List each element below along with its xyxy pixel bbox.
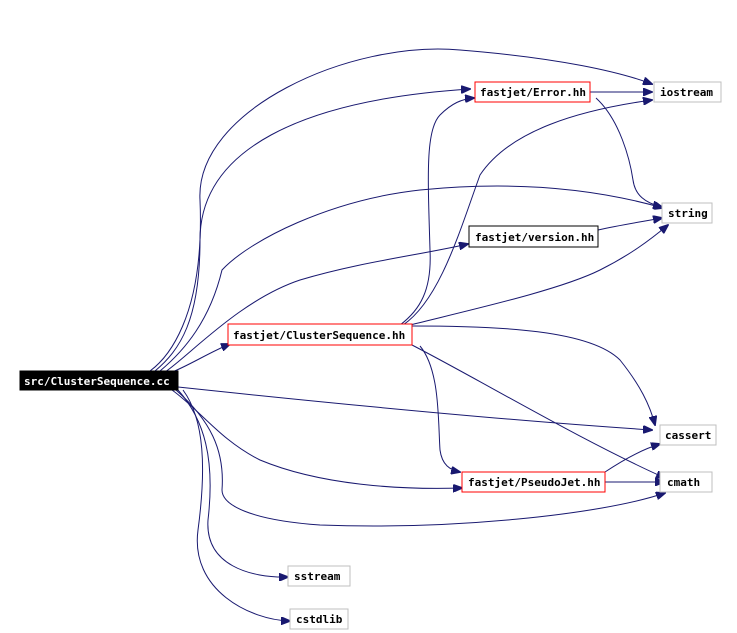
edge-root-to-iostream bbox=[149, 48, 652, 372]
node-clustersequence-hh-label: fastjet/ClusterSequence.hh bbox=[233, 329, 405, 342]
edge-root-to-string bbox=[159, 185, 663, 372]
edge-root-to-sstream bbox=[177, 389, 288, 577]
node-clustersequence-hh[interactable]: fastjet/ClusterSequence.hh bbox=[227, 323, 413, 346]
node-cstdlib-box bbox=[289, 608, 349, 630]
edge-root-to-error-hh bbox=[154, 89, 470, 372]
node-error-hh-box bbox=[474, 81, 591, 103]
node-clustersequence-hh-box bbox=[227, 323, 413, 346]
node-sstream-label: sstream bbox=[294, 570, 341, 583]
edge-clustersequence-hh-to-iostream bbox=[402, 100, 652, 326]
node-cassert: cassert bbox=[659, 424, 717, 446]
node-cstdlib: cstdlib bbox=[289, 608, 349, 630]
graph-nodes: src/ClusterSequence.cc fastjet/Error.hh … bbox=[19, 81, 722, 630]
edge-error-hh-to-string bbox=[595, 97, 662, 207]
node-iostream-label: iostream bbox=[660, 86, 713, 99]
edge-root-to-cassert bbox=[177, 386, 652, 430]
node-string: string bbox=[661, 202, 713, 224]
node-version-hh-box bbox=[468, 225, 599, 248]
edge-root-to-version-hh bbox=[164, 244, 468, 373]
node-pseudojet-hh[interactable]: fastjet/PseudoJet.hh bbox=[461, 471, 606, 493]
node-root[interactable]: src/ClusterSequence.cc bbox=[19, 370, 179, 391]
edge-pseudojet-hh-to-cassert bbox=[604, 444, 660, 473]
edge-version-hh-to-string bbox=[597, 218, 662, 231]
node-string-label: string bbox=[668, 207, 708, 220]
graph-edges bbox=[149, 48, 668, 621]
node-cassert-label: cassert bbox=[665, 429, 711, 442]
node-sstream-box bbox=[287, 565, 351, 587]
node-iostream: iostream bbox=[653, 81, 722, 103]
edge-clustersequence-hh-to-string bbox=[409, 225, 668, 326]
edge-clustersequence-hh-to-pseudojet-hh bbox=[419, 345, 460, 472]
node-pseudojet-hh-label: fastjet/PseudoJet.hh bbox=[468, 476, 600, 489]
edge-root-to-clustersequence-hh bbox=[169, 344, 230, 374]
edge-root-to-cstdlib bbox=[182, 389, 290, 621]
node-cmath: cmath bbox=[659, 471, 713, 493]
node-error-hh[interactable]: fastjet/Error.hh bbox=[474, 81, 591, 103]
node-cmath-label: cmath bbox=[667, 476, 700, 489]
node-root-box bbox=[19, 370, 179, 391]
node-error-hh-label: fastjet/Error.hh bbox=[480, 86, 586, 99]
node-iostream-box bbox=[653, 81, 722, 103]
node-cstdlib-label: cstdlib bbox=[296, 613, 343, 626]
node-version-hh[interactable]: fastjet/version.hh bbox=[468, 225, 599, 248]
node-version-hh-label: fastjet/version.hh bbox=[475, 231, 594, 244]
node-cassert-box bbox=[659, 424, 717, 446]
edge-clustersequence-hh-to-cmath bbox=[411, 344, 665, 478]
node-root-label: src/ClusterSequence.cc bbox=[24, 375, 170, 388]
edge-clustersequence-hh-to-cassert bbox=[411, 325, 655, 425]
edge-clustersequence-hh-to-error-hh bbox=[399, 98, 474, 326]
edge-root-to-cmath bbox=[175, 389, 665, 527]
node-string-box bbox=[661, 202, 713, 224]
node-sstream: sstream bbox=[287, 565, 351, 587]
node-cmath-box bbox=[659, 471, 713, 493]
edge-root-to-pseudojet-hh bbox=[171, 389, 462, 488]
node-pseudojet-hh-box bbox=[461, 471, 606, 493]
